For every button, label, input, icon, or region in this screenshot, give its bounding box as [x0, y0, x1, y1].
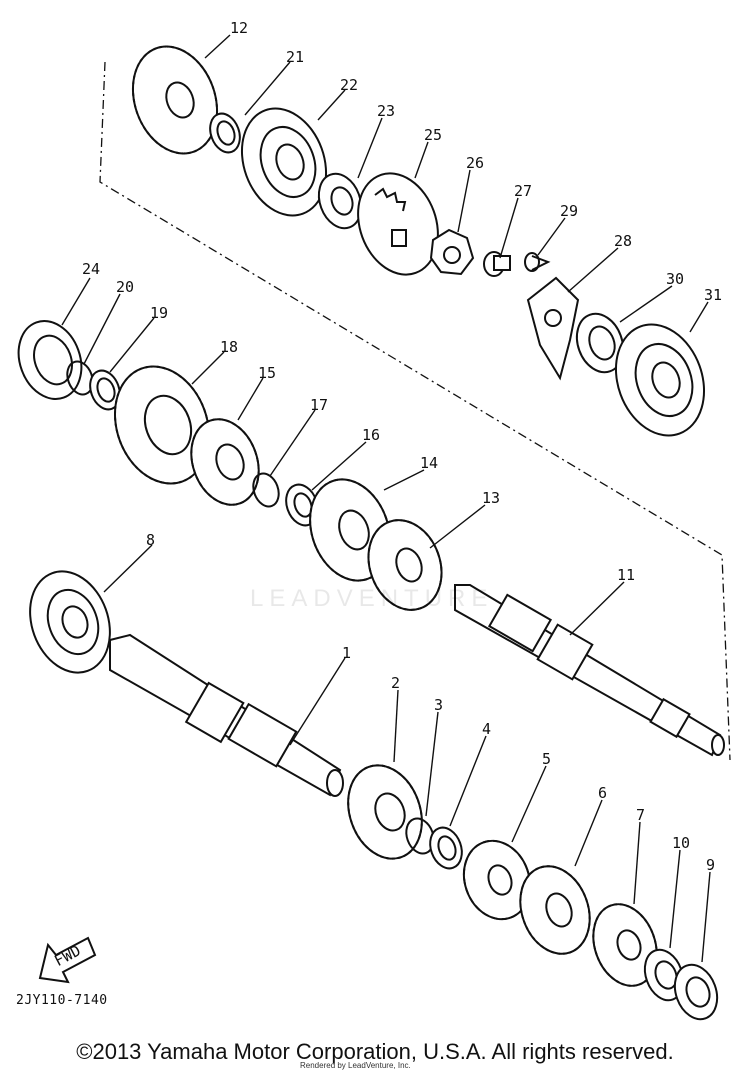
- part-1-main-axle: [109, 633, 344, 797]
- part-label-21: 21: [286, 48, 304, 66]
- part-label-12: 12: [230, 19, 248, 37]
- part-28-plate: [526, 276, 580, 381]
- part-21-washer: [209, 112, 241, 154]
- part-label-6: 6: [598, 784, 607, 802]
- part-label-19: 19: [150, 304, 168, 322]
- drawing-code: 2JY110-7140: [16, 993, 108, 1008]
- part-18-gear: [113, 365, 211, 485]
- part-label-22: 22: [340, 76, 358, 94]
- part-label-10: 10: [672, 834, 690, 852]
- part-label-27: 27: [514, 182, 532, 200]
- copyright-notice: ©2013 Yamaha Motor Corporation, U.S.A. A…: [76, 1039, 674, 1064]
- part-31-bearing: [614, 323, 706, 437]
- rendered-by-credit: Rendered by LeadVenture, Inc.: [300, 1061, 411, 1070]
- assembly-boundary: [99, 61, 731, 761]
- part-8-bearing: [29, 570, 111, 674]
- part-30-seal: [575, 312, 625, 374]
- part-label-31: 31: [704, 286, 722, 304]
- part-13-gear: [367, 519, 443, 611]
- watermark: LEADVENTURE: [250, 585, 494, 612]
- part-29-screw: [524, 252, 551, 272]
- part-label-2: 2: [391, 674, 400, 692]
- part-label-1: 1: [342, 644, 351, 662]
- part-9-bearing: [673, 963, 719, 1021]
- part-5-gear: [462, 839, 532, 921]
- part-22-bearing: [240, 107, 328, 217]
- part-label-30: 30: [666, 270, 684, 288]
- part-label-3: 3: [434, 696, 443, 714]
- part-label-24: 24: [82, 260, 100, 278]
- part-label-5: 5: [542, 750, 551, 768]
- part-label-28: 28: [614, 232, 632, 250]
- part-number-labels: 1234567891011121314151617181920212223242…: [82, 19, 722, 874]
- part-15-gear: [190, 418, 260, 506]
- part-24-bearing: [17, 320, 83, 400]
- part-6-gear: [519, 865, 591, 955]
- part-26-lock-washer: [429, 228, 475, 276]
- part-label-7: 7: [636, 806, 645, 824]
- part-25-sprocket: [357, 172, 439, 276]
- part-label-20: 20: [116, 278, 134, 296]
- part-2-gear: [347, 764, 423, 860]
- part-20-circlip: [66, 360, 94, 396]
- part-23-seal: [317, 172, 363, 230]
- leader-lines: [61, 34, 711, 963]
- fwd-arrow-icon: FWD: [38, 936, 97, 984]
- part-19-washer: [89, 369, 121, 411]
- part-7-gear: [592, 903, 658, 987]
- part-label-14: 14: [420, 454, 438, 472]
- part-4-washer: [429, 826, 463, 870]
- part-label-26: 26: [466, 154, 484, 172]
- part-label-9: 9: [706, 856, 715, 874]
- part-label-11: 11: [617, 566, 635, 584]
- part-12-gear: [131, 45, 219, 155]
- part-label-4: 4: [482, 720, 491, 738]
- part-label-16: 16: [362, 426, 380, 444]
- part-label-25: 25: [424, 126, 442, 144]
- part-27-bolt: [483, 251, 511, 277]
- part-label-29: 29: [560, 202, 578, 220]
- part-3-circlip: [405, 817, 435, 855]
- part-17-circlip: [252, 472, 280, 508]
- part-label-17: 17: [310, 396, 328, 414]
- part-label-18: 18: [220, 338, 238, 356]
- part-label-13: 13: [482, 489, 500, 507]
- part-label-23: 23: [377, 102, 395, 120]
- part-11-drive-axle: [454, 584, 725, 757]
- part-label-8: 8: [146, 531, 155, 549]
- part-label-15: 15: [258, 364, 276, 382]
